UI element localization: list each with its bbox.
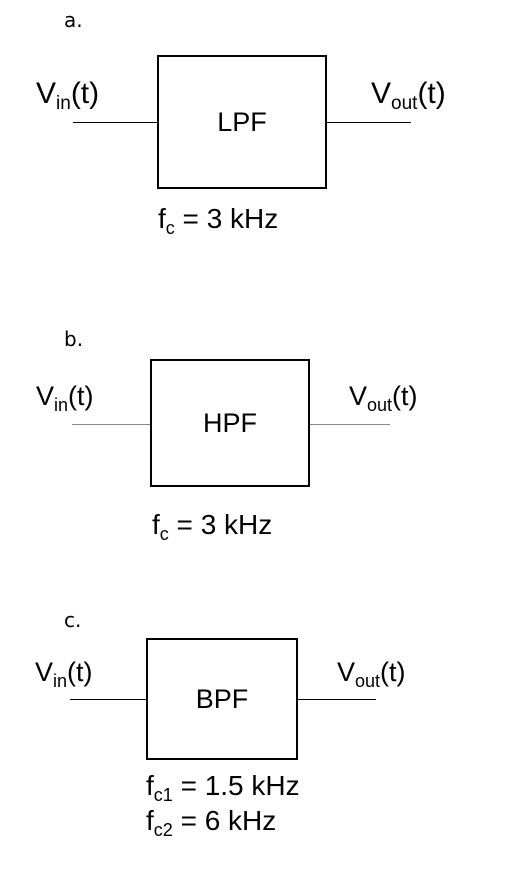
cutoff-frequency: fc = 3 kHz: [152, 509, 273, 544]
block-label: BPF: [195, 683, 249, 714]
input-wire: [70, 699, 148, 700]
lpf-block: LPF: [157, 55, 327, 189]
hpf-block: HPF: [150, 359, 310, 487]
panel-label: c.: [64, 608, 82, 632]
input-signal-label: Vin(t): [35, 657, 93, 691]
block-label: HPF: [203, 407, 257, 438]
output-signal-label: Vout(t): [337, 657, 406, 691]
panel-label: b.: [64, 327, 84, 351]
input-wire: [73, 122, 159, 123]
lower-cutoff-frequency: fc1 = 1.5 kHz: [146, 770, 300, 805]
bpf-block: BPF: [146, 638, 298, 760]
input-signal-label: Vin(t): [36, 77, 100, 114]
cutoff-frequency: fc = 3 kHz: [158, 203, 279, 238]
output-wire: [298, 699, 376, 700]
input-signal-label: Vin(t): [36, 381, 94, 415]
input-wire: [72, 424, 152, 425]
output-signal-label: Vout(t): [371, 77, 446, 114]
output-wire: [327, 122, 411, 123]
panel-label: a.: [64, 8, 83, 32]
upper-cutoff-frequency: fc2 = 6 kHz: [146, 805, 277, 840]
output-wire: [310, 424, 390, 425]
output-signal-label: Vout(t): [349, 381, 418, 415]
block-label: LPF: [217, 106, 267, 137]
